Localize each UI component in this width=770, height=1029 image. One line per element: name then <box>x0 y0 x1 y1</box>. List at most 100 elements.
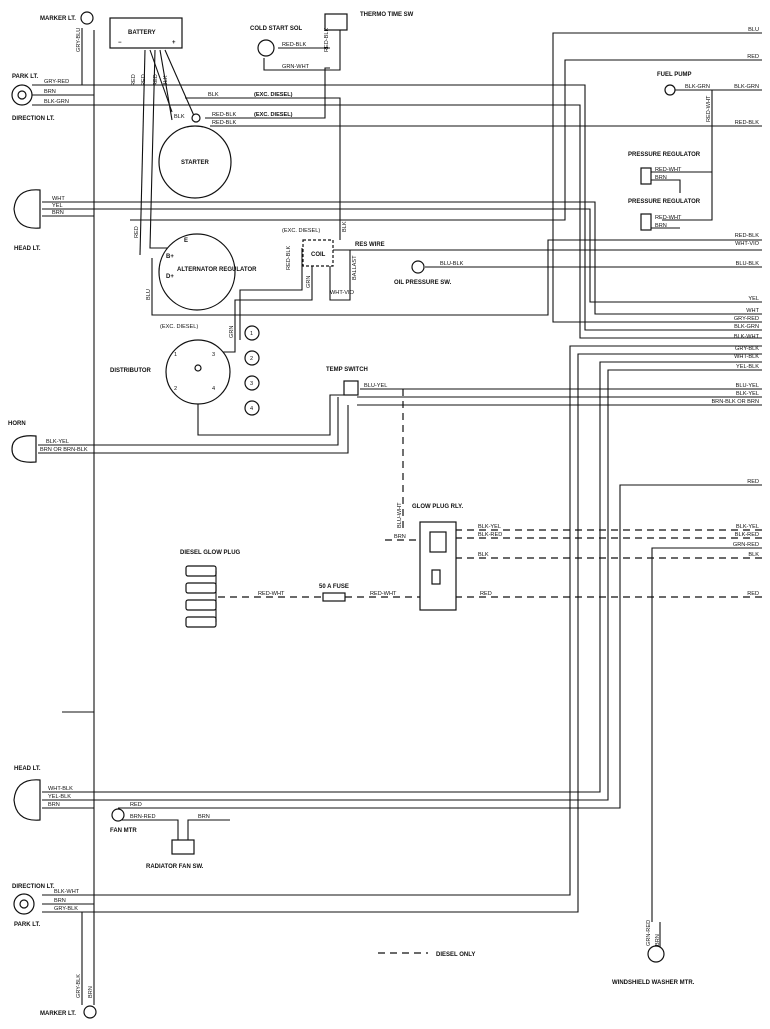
label-b-plus: B+ <box>166 254 174 260</box>
wl-alt-blu: BLU <box>146 289 152 300</box>
wl-gp-blk-yel: BLK-YEL <box>478 524 501 530</box>
label-e: E <box>184 238 188 244</box>
diesel-glow-plugs <box>185 565 217 628</box>
wire-bat-red-2 <box>159 49 173 121</box>
firing-4-label: 4 <box>250 406 253 412</box>
label-coil-exc-diesel: (EXC. DIESEL) <box>282 228 320 234</box>
head-lamp-top <box>13 189 41 229</box>
firing-3-label: 3 <box>250 381 253 387</box>
wire-cold-grn-wht <box>263 30 341 71</box>
distributor-cap <box>165 339 231 405</box>
label-alternator: ALTERNATOR REGULATOR <box>177 267 257 273</box>
right-edge-label-5: WHT-VIO <box>735 241 760 247</box>
wl-exc2-tag: (EXC. DIESEL) <box>254 112 293 118</box>
wl-bat-blk: BLK <box>163 75 169 86</box>
right-edge-label-11: BLK-WHT <box>734 334 760 340</box>
battery-box <box>109 17 183 49</box>
wl-ww-brn: BRN <box>655 934 661 946</box>
label-ballast: BALLAST <box>352 255 358 280</box>
starter-solenoid <box>191 113 201 123</box>
right-edge-label-0: BLU <box>748 27 759 33</box>
label-starter: STARTER <box>181 160 210 166</box>
right-edge-label-22: BLK <box>748 552 759 558</box>
wire-exc-blk <box>185 97 341 240</box>
right-edge-label-2: BLK-GRN <box>734 84 759 90</box>
diesel-wires <box>218 389 762 954</box>
wire-fan-brn-red <box>118 819 179 840</box>
right-edge-label-21: GRN-RED <box>733 542 759 548</box>
label-coil: COIL <box>311 252 326 258</box>
wl-ww-grn-red: GRN-RED <box>646 920 652 946</box>
wl-preg1-brn: BRN <box>655 175 667 181</box>
dist-terminal-2: 2 <box>174 386 177 392</box>
glow-plug-1 <box>185 565 217 577</box>
pressure-regulator-2 <box>640 213 652 231</box>
wl-exc1-tag: (EXC. DIESEL) <box>254 92 293 98</box>
label-marker-lt-top: MARKER LT. <box>40 16 76 22</box>
right-edge-label-4: RED-BLK <box>735 233 760 239</box>
wl-head-wht: WHT <box>52 196 65 202</box>
wire-exc-red-blk <box>205 67 330 119</box>
wl-fan-brn-red: BRN-RED <box>130 814 155 820</box>
park-lamp-top-inner <box>17 90 27 100</box>
label-distributor: DISTRIBUTOR <box>110 368 152 374</box>
radiator-fan-switch <box>171 839 195 855</box>
dist-terminal-3: 3 <box>212 352 215 358</box>
cold-start-solenoid <box>257 39 275 57</box>
right-edge-label-7: YEL <box>748 296 759 302</box>
wl-cold-red-blk: RED-BLK <box>282 42 307 48</box>
wl-oil-blu-blk: BLU-BLK <box>440 261 464 267</box>
label-res-wire: RES WIRE <box>355 242 385 248</box>
wl-bat-red-1: RED <box>131 74 137 86</box>
starter-motor <box>158 125 232 199</box>
label-cold-start-sol: COLD START SOL <box>250 26 303 32</box>
wl-head-yel: YEL <box>52 203 63 209</box>
wire-fuel-red-wht <box>662 90 713 221</box>
right-edge-label-8: WHT <box>746 308 759 314</box>
fuel-pump <box>664 84 676 96</box>
label-park-lt-bottom: PARK LT. <box>14 922 40 928</box>
right-edge-wire-labels: BLUREDBLK-GRNRED-BLKRED-BLKWHT-VIOBLU-BL… <box>711 27 759 597</box>
distributor-rotor <box>194 364 202 372</box>
wire-red-top <box>130 59 762 221</box>
wl-coil-wht-vio: WHT-VIO <box>330 290 355 296</box>
wl-dir-blk-grn: BLK-GRN <box>44 99 69 105</box>
wl-coil-blk: BLK <box>342 221 348 232</box>
thermo-time-switch <box>324 13 348 31</box>
firing-order-3 <box>244 375 260 391</box>
wire-alt-blu <box>151 239 762 316</box>
firing-1-label: 1 <box>250 331 253 337</box>
park-lamp-bottom-inner <box>19 899 29 909</box>
right-edge-label-20: BLK-RED <box>735 532 759 538</box>
wl-exc1-blk: BLK <box>208 92 219 98</box>
battery-minus: − <box>118 40 122 46</box>
label-d-plus: D+ <box>166 274 174 280</box>
wl-preg1-red-wht: RED-WHT <box>655 167 682 173</box>
wl-dist-grn: GRN <box>229 326 235 338</box>
label-dist-exc-diesel: (EXC. DIESEL) <box>160 324 198 330</box>
wl-horn-brn: BRN OR BRN-BLK <box>40 447 88 453</box>
right-edge-label-10: BLK-GRN <box>734 324 759 330</box>
wl-bat-red-3: RED <box>153 74 159 86</box>
head-lamp-bottom <box>13 779 41 821</box>
label-pressure-regulator-2: PRESSURE REGULATOR <box>628 199 701 205</box>
wl-dlb-gry-blk: GRY-BLK <box>54 906 78 912</box>
wl-fuel-red-wht: RED-WHT <box>706 95 712 122</box>
wl-gp-blu-wht: BLU-WHT <box>397 502 403 528</box>
dist-terminal-4: 4 <box>212 386 215 392</box>
wl-fan-brn: BRN <box>198 814 210 820</box>
wl-dlb-brn: BRN <box>54 898 66 904</box>
components <box>11 11 676 1019</box>
right-edge-label-15: BLU-YEL <box>736 383 759 389</box>
wire-red-down <box>118 484 762 809</box>
right-edge-label-16: BLK-YEL <box>736 391 759 397</box>
wl-gp-brn: BRN <box>394 534 406 540</box>
right-edge-label-14: YEL-BLK <box>736 364 759 370</box>
wl-dlb-blk-wht: BLK-WHT <box>54 889 80 895</box>
right-edge-label-23: RED <box>747 591 759 597</box>
wl-marker-top: GRY-BLU <box>76 28 82 52</box>
ignition-coil <box>302 239 334 267</box>
wl-fuel-blk-grn: BLK-GRN <box>685 84 710 90</box>
wl-marker-b-gry-blk: GRY-BLK <box>76 974 82 998</box>
